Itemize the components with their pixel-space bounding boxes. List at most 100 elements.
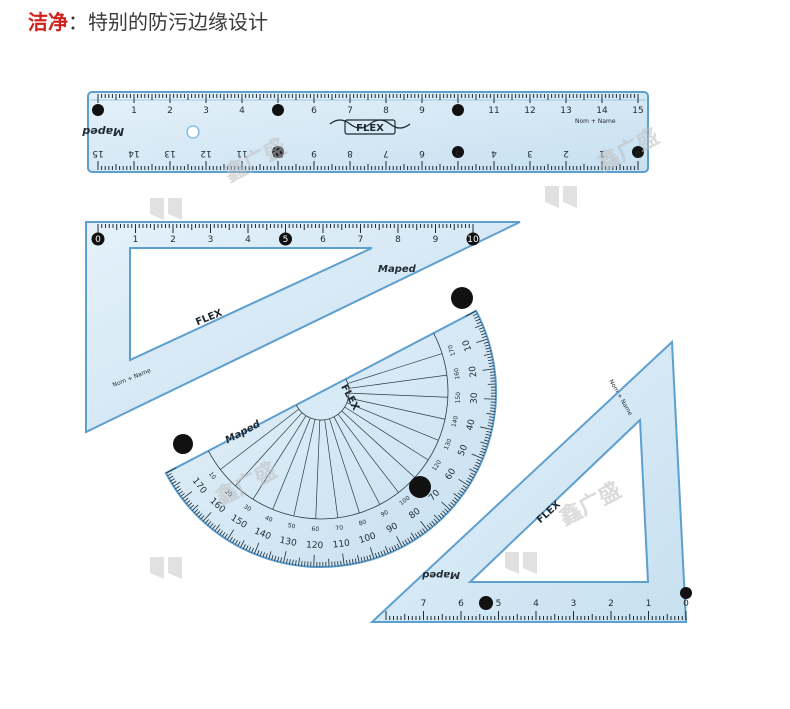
protractor-top-hole xyxy=(451,287,473,309)
ruler-bottom-label: 0 xyxy=(635,148,641,158)
ruler-top-label: 3 xyxy=(203,106,209,116)
ruler-hole xyxy=(632,146,644,158)
ruler-top-label: 8 xyxy=(383,106,389,116)
right-set-square-hole xyxy=(479,596,493,610)
protractor-inner-label: 170 xyxy=(447,344,457,357)
ruler-bottom-label: 7 xyxy=(383,148,389,158)
tri-left-label: 8 xyxy=(395,235,401,245)
tri-left-label: 1 xyxy=(133,235,139,245)
ruler-bottom-label: 15 xyxy=(92,148,103,158)
tri-right-label: 7 xyxy=(421,599,427,609)
ruler-bottom-label: 9 xyxy=(311,148,317,158)
right-set-square-zero-hole xyxy=(680,587,692,599)
ruler-brand-logo: Maped xyxy=(82,125,124,138)
ruler-hole xyxy=(452,146,464,158)
protractor-outer-label: 90 xyxy=(385,521,400,535)
protractor-outer-label: 10 xyxy=(461,338,474,352)
tri-left-label: 6 xyxy=(320,235,326,245)
protractor-inner-label: 80 xyxy=(358,519,368,528)
protractor-outer-label: 120 xyxy=(306,541,324,552)
ruler-top-label: 2 xyxy=(167,106,173,116)
protractor-inner-label: 140 xyxy=(451,415,460,428)
protractor-outer-label: 20 xyxy=(468,365,479,378)
ruler-bottom-label: 4 xyxy=(491,148,497,158)
tri-right-label: 4 xyxy=(533,599,539,609)
caption-separator: ： xyxy=(68,10,88,34)
ruler-flex-emblem: FLEX xyxy=(329,119,411,135)
caption-highlight: 洁净 xyxy=(28,10,68,34)
tri-right-label: 2 xyxy=(608,599,614,609)
watermark-logo xyxy=(150,186,577,579)
ruler-bottom-label: 14 xyxy=(128,148,140,158)
tri-right-label: 6 xyxy=(458,599,464,609)
ruler-body xyxy=(87,91,649,173)
ruler-hole xyxy=(272,104,284,116)
protractor-body xyxy=(164,309,497,568)
right-set-square-cutout xyxy=(467,417,650,583)
set-square-hole xyxy=(91,232,105,246)
protractor-left-hole xyxy=(173,434,193,454)
hanging-hole xyxy=(186,125,200,139)
protractor-outer-label: 130 xyxy=(279,536,298,550)
ruler-top-label: 12 xyxy=(524,106,535,116)
ruler-top-label: 7 xyxy=(347,106,353,116)
ruler-bottom-label: 2 xyxy=(563,148,569,158)
tri-right-label: 5 xyxy=(496,599,502,609)
tri-left-label: 0 xyxy=(95,235,101,245)
ruler-bottom-label: 12 xyxy=(200,148,211,158)
ruler-bottom-label: 5 xyxy=(455,148,461,158)
ruler-top-label: 11 xyxy=(488,106,499,116)
ruler-top-label: 13 xyxy=(560,106,571,116)
ruler-hole xyxy=(452,104,464,116)
tri-left-label: 4 xyxy=(245,235,251,245)
tri-right-label: 0 xyxy=(683,599,689,609)
ruler-top-label: 14 xyxy=(596,106,608,116)
protractor-outer-label: 110 xyxy=(332,538,351,550)
straight-ruler: 0123456789101112131415 15141312111098765… xyxy=(82,91,649,173)
protractor-inner-label: 20 xyxy=(223,488,233,498)
protractor-inner-label: 40 xyxy=(264,514,274,523)
tri-left-label: 9 xyxy=(433,235,439,245)
protractor-outer-label: 40 xyxy=(465,418,477,432)
protractor-inner-label: 30 xyxy=(242,503,252,513)
product-photo: 0123456789101112131415 15141312111098765… xyxy=(0,40,790,709)
protractor-inner-label: 160 xyxy=(453,367,461,379)
ruler-bottom-label: 13 xyxy=(164,148,175,158)
tri-left-label: 3 xyxy=(208,235,214,245)
ruler-hole xyxy=(92,104,104,116)
ruler-bottom-label: 1 xyxy=(599,148,605,158)
set-square-hole xyxy=(279,232,292,246)
ruler-top-label: 4 xyxy=(239,106,245,116)
ruler-flex-mark: FLEX xyxy=(356,123,384,134)
ruler-bottom-label: 6 xyxy=(419,148,425,158)
protractor: 1020304050607080901001101201301401501601… xyxy=(164,287,497,568)
ruler-top-label: 15 xyxy=(632,106,643,116)
tri-left-label: 10 xyxy=(467,235,479,245)
set-square-hole xyxy=(466,232,480,246)
protractor-outer-label: 30 xyxy=(470,392,480,404)
protractor-inner-label: 60 xyxy=(311,526,319,533)
left-set-square-cutout xyxy=(129,247,373,362)
protractor-inner-label: 130 xyxy=(443,438,454,451)
ruler-bottom-label: 11 xyxy=(236,148,247,158)
ruler-bottom-label: 8 xyxy=(347,148,353,158)
protractor-center-hole xyxy=(409,476,431,498)
tri-right-label: 1 xyxy=(646,599,652,609)
protractor-inner-label: 90 xyxy=(380,509,390,519)
product-illustration: 0123456789101112131415 15141312111098765… xyxy=(82,91,692,623)
ruler-top-label: 1 xyxy=(131,106,137,116)
caption-text: 特别的防污边缘设计 xyxy=(88,10,268,34)
ruler-bottom-label: 10 xyxy=(272,148,284,158)
protractor-inner-label: 10 xyxy=(207,471,217,481)
ruler-name-field: Nom + Name xyxy=(575,118,616,125)
protractor-inner-label: 150 xyxy=(455,392,462,404)
protractor-inner-label: 50 xyxy=(287,522,296,531)
ruler-hole xyxy=(272,146,284,158)
tri-left-label: 5 xyxy=(283,235,289,245)
tri-left-label: 2 xyxy=(170,235,176,245)
right-set-square-brand: Maped xyxy=(421,569,460,580)
protractor-inner-label: 70 xyxy=(335,524,344,532)
left-set-square-brand: Maped xyxy=(378,264,417,275)
